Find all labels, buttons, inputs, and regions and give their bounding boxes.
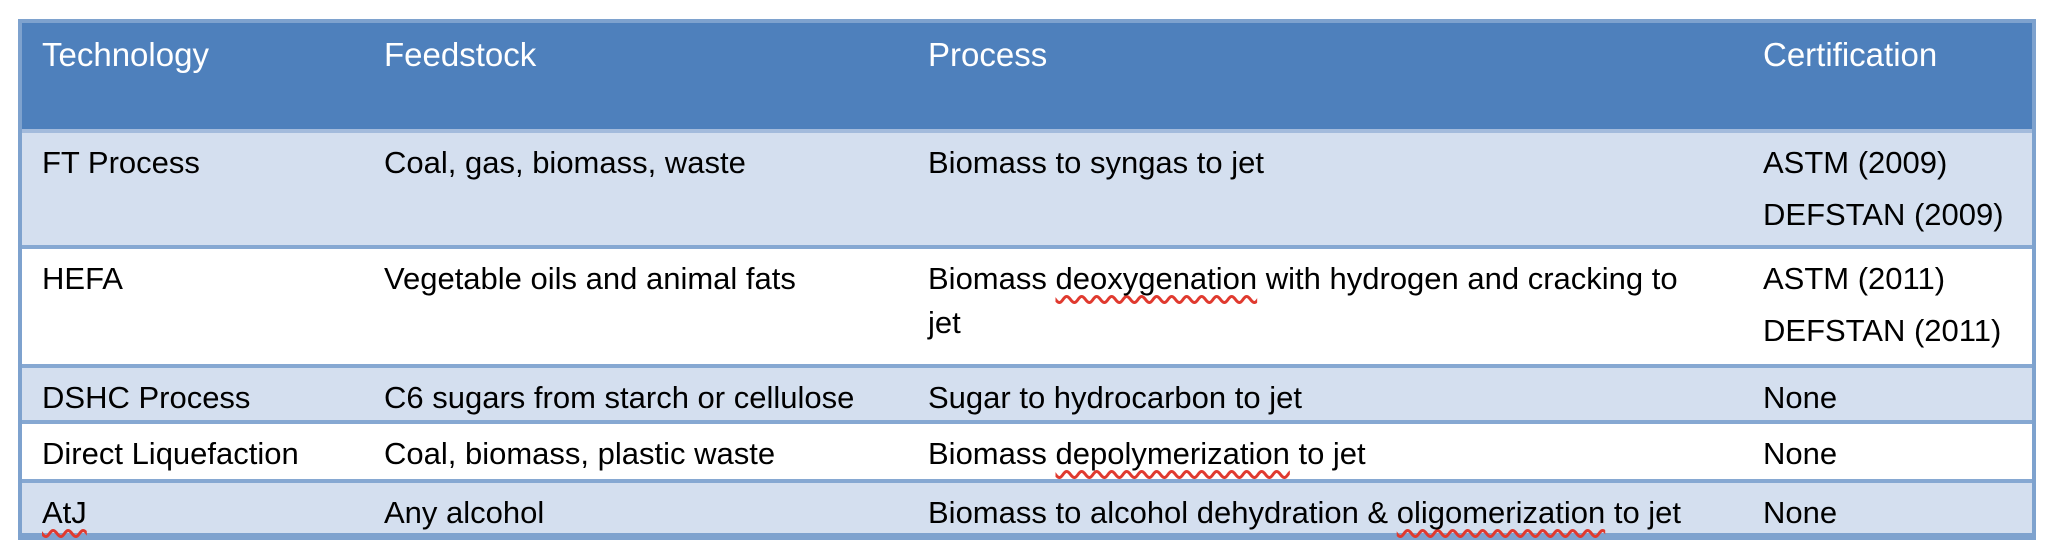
cell-certification: None [1743,368,2032,420]
table-header-row: Technology Feedstock Process Certificati… [22,23,2032,129]
text-segment: None [1763,436,1838,471]
cell-line: None [1763,432,2022,476]
cell-technology: HEFA [22,249,364,364]
cell-certification: ASTM (2009) DEFSTAN (2009) [1743,133,2032,245]
text-segment: ASTM (2011) [1763,261,1946,296]
cell-line: Direct Liquefaction [42,432,354,476]
cell-feedstock: Coal, biomass, plastic waste [364,424,908,479]
table-row-atj: AtJ Any alcohol Biomass to alcohol dehyd… [22,479,2032,533]
text-segment: Vegetable oils and animal fats [384,261,796,296]
cell-line: Biomass to alcohol dehydration & oligome… [928,491,1733,535]
cell-line: DEFSTAN (2009) [1763,193,2022,237]
text-segment: DSHC Process [42,380,251,415]
cell-feedstock: C6 sugars from starch or cellulose [364,368,908,420]
misspelled-word: deoxygenation [1055,261,1258,296]
cell-feedstock: Any alcohol [364,483,908,535]
table-row-direct-liquefaction: Direct Liquefaction Coal, biomass, plast… [22,420,2032,479]
cell-line: DSHC Process [42,376,354,420]
text-segment: Sugar to hydrocarbon to jet [928,380,1302,415]
cell-line: Any alcohol [384,491,898,535]
text-segment: DEFSTAN (2011) [1763,313,2002,348]
cell-process: Sugar to hydrocarbon to jet [908,368,1743,420]
cell-line: C6 sugars from starch or cellulose [384,376,898,420]
text-segment: Biomass to alcohol dehydration & [928,495,1397,530]
cell-line: Sugar to hydrocarbon to jet [928,376,1733,420]
text-segment: FT Process [42,145,200,180]
cell-line: HEFA [42,257,354,301]
cell-process: Biomass depolymerization to jet [908,424,1743,479]
cell-line: None [1763,376,2022,420]
jet-fuel-technology-table: Technology Feedstock Process Certificati… [18,19,2036,540]
text-segment: Biomass [928,436,1056,471]
cell-certification: None [1743,424,2032,479]
text-segment: to jet [1605,495,1682,530]
cell-line: Biomass deoxygenation with hydrogen and … [928,257,1733,301]
text-segment: Coal, gas, biomass, waste [384,145,746,180]
table-row-ft-process: FT Process Coal, gas, biomass, waste Bio… [22,129,2032,245]
text-segment: Direct Liquefaction [42,436,299,471]
cell-feedstock: Coal, gas, biomass, waste [364,133,908,245]
text-segment: DEFSTAN (2009) [1763,197,2004,232]
text-segment: C6 sugars from starch or cellulose [384,380,855,415]
cell-line: DEFSTAN (2011) [1763,309,2022,353]
text-segment: Any alcohol [384,495,545,530]
text-segment: HEFA [42,261,123,296]
text-segment: Coal, biomass, plastic waste [384,436,776,471]
cell-certification: None [1743,483,2032,535]
cell-line: ASTM (2011) [1763,257,2022,301]
text-segment: jet [928,305,961,340]
cell-line: jet [928,301,1733,345]
cell-feedstock: Vegetable oils and animal fats [364,249,908,364]
cell-technology: FT Process [22,133,364,245]
column-header-certification: Certification [1763,36,1938,73]
cell-technology: AtJ [22,483,364,535]
text-segment: Biomass [928,261,1056,296]
cell-process: Biomass to alcohol dehydration & oligome… [908,483,1743,535]
column-header-process: Process [928,36,1048,73]
cell-line: FT Process [42,141,354,185]
text-segment: with hydrogen and cracking to [1257,261,1678,296]
cell-process: Biomass to syngas to jet [908,133,1743,245]
cell-line: Vegetable oils and animal fats [384,257,898,301]
cell-line: None [1763,491,2022,535]
cell-line: AtJ [42,491,354,535]
text-segment: None [1763,495,1838,530]
table-row-dshc-process: DSHC Process C6 sugars from starch or ce… [22,364,2032,420]
text-segment: to jet [1289,436,1366,471]
text-segment: ASTM (2009) [1763,145,1948,180]
misspelled-word: depolymerization [1055,436,1290,471]
column-header-feedstock: Feedstock [384,36,537,73]
table-row-hefa: HEFA Vegetable oils and animal fats Biom… [22,245,2032,364]
cell-process: Biomass deoxygenation with hydrogen and … [908,249,1743,364]
cell-technology: DSHC Process [22,368,364,420]
cell-technology: Direct Liquefaction [22,424,364,479]
cell-line: Biomass depolymerization to jet [928,432,1733,476]
cell-line: Biomass to syngas to jet [928,141,1733,185]
misspelled-word: AtJ [42,495,87,530]
cell-line: Coal, biomass, plastic waste [384,432,898,476]
cell-line: Coal, gas, biomass, waste [384,141,898,185]
cell-line: ASTM (2009) [1763,141,2022,185]
cell-certification: ASTM (2011) DEFSTAN (2011) [1743,249,2032,364]
text-segment: None [1763,380,1838,415]
column-header-technology: Technology [42,36,209,73]
text-segment: Biomass to syngas to jet [928,145,1264,180]
misspelled-word: oligomerization [1396,495,1606,530]
